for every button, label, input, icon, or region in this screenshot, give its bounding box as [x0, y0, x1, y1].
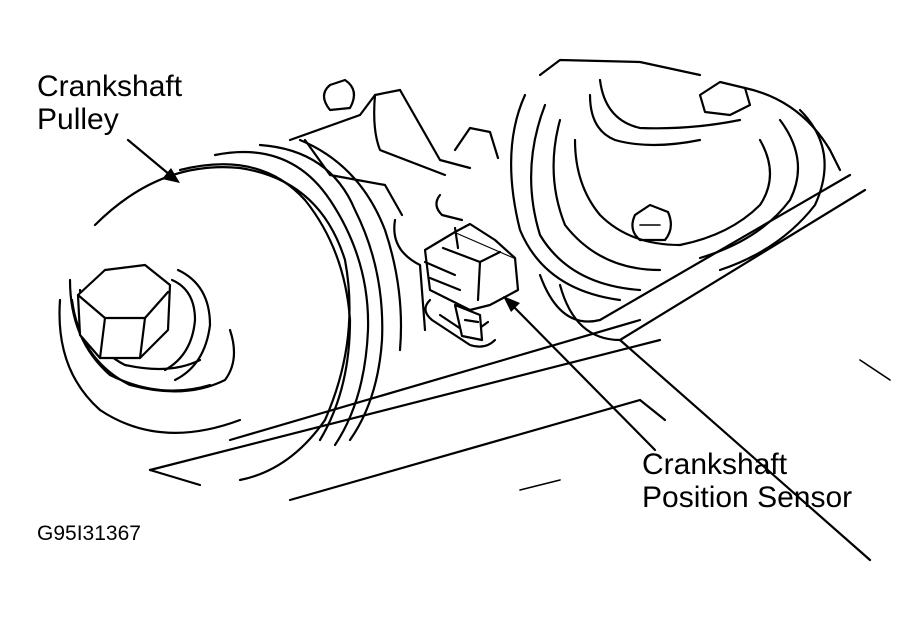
crankshaft-pulley-label-line2: Pulley: [37, 103, 119, 136]
pulley-callout-arrow: [126, 138, 180, 183]
drive-belt: [148, 173, 891, 562]
crankshaft-position-sensor-drawing: [423, 193, 520, 348]
sensor-callout-arrow: [503, 296, 657, 452]
figure-id: G95I31367: [37, 522, 141, 545]
idler-pulley: [510, 78, 842, 302]
crankshaft-position-sensor-label-line2: Position Sensor: [642, 481, 853, 514]
crankshaft-pulley-label-line1: Crankshaft: [37, 70, 183, 103]
crankshaft-pulley-label: Crankshaft Pulley: [37, 70, 182, 136]
engine-block-outline: [288, 58, 752, 332]
crankshaft-position-sensor-label-line1: Crankshaft: [642, 448, 788, 481]
crankshaft-pulley-drawing: [58, 138, 403, 482]
crankshaft-position-sensor-label: Crankshaft Position Sensor: [642, 448, 852, 514]
